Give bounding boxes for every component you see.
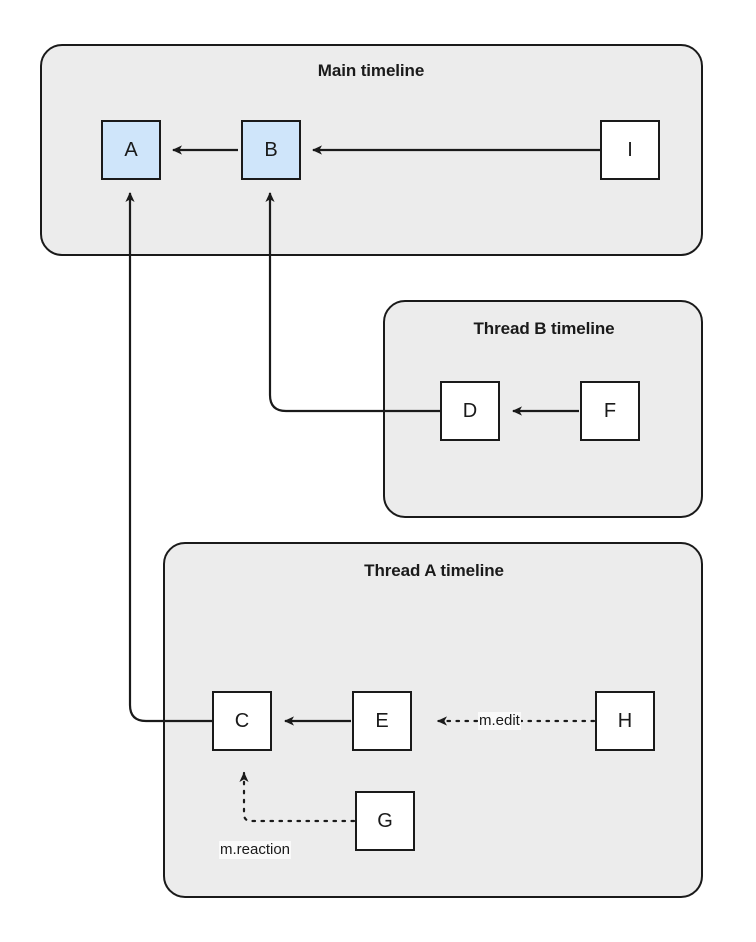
edge-label-m-reaction: m.reaction <box>219 841 292 859</box>
node-H[interactable]: H <box>595 691 655 751</box>
node-E[interactable]: E <box>352 691 412 751</box>
container-title-thread-a-timeline: Thread A timeline <box>364 561 504 580</box>
container-title-main-timeline: Main timeline <box>317 61 425 80</box>
container-title-thread-b-timeline: Thread B timeline <box>473 319 615 338</box>
node-I[interactable]: I <box>600 120 660 180</box>
node-C[interactable]: C <box>212 691 272 751</box>
node-D[interactable]: D <box>440 381 500 441</box>
edge-label-m-edit: m.edit <box>478 712 521 730</box>
node-G[interactable]: G <box>355 791 415 851</box>
node-A[interactable]: A <box>101 120 161 180</box>
edge-G-to-C <box>239 771 356 823</box>
edge-C-to-A <box>125 192 212 723</box>
node-F[interactable]: F <box>580 381 640 441</box>
container-thread-b-timeline <box>383 300 703 518</box>
node-B[interactable]: B <box>241 120 301 180</box>
edge-D-to-B <box>265 192 440 413</box>
